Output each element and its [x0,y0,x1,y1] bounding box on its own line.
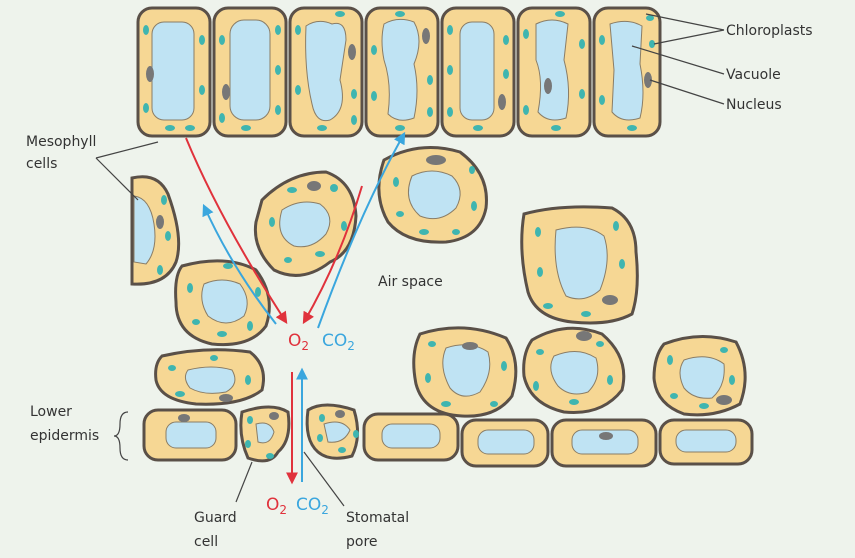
palisade-cell-row [138,8,660,136]
vacuole-label: Vacuole [726,67,781,83]
chloroplasts-label: Chloroplasts [726,23,813,39]
epidermis-cell [552,420,656,466]
guard-cell-label-line2: cell [194,534,218,550]
epidermis-cell [660,420,752,464]
air-space-label: Air space [378,274,443,290]
lower-epidermis-label-line2: epidermis [30,428,99,444]
mesophyll-cell [414,328,516,416]
stomatal-pore-label-line2: pore [346,534,378,550]
palisade-cell [366,8,438,136]
epidermis-cell [364,414,458,460]
guard-cell-label-line1: Guard [194,510,237,526]
mesophyll-label-line2: cells [26,156,57,172]
guard-cell [307,405,357,458]
palisade-cell [594,8,660,136]
nucleus-label: Nucleus [726,97,782,113]
epidermis-cell [462,420,548,466]
palisade-cell [290,8,362,136]
lower-epidermis-label-line1: Lower [30,404,72,420]
epidermis-cell [144,410,236,460]
palisade-cell [518,8,590,136]
mesophyll-label-line1: Mesophyll [26,134,96,150]
palisade-cell [442,8,514,136]
nucleus-organelle [146,66,154,82]
stomatal-pore-label-line1: Stomatal [346,510,409,526]
